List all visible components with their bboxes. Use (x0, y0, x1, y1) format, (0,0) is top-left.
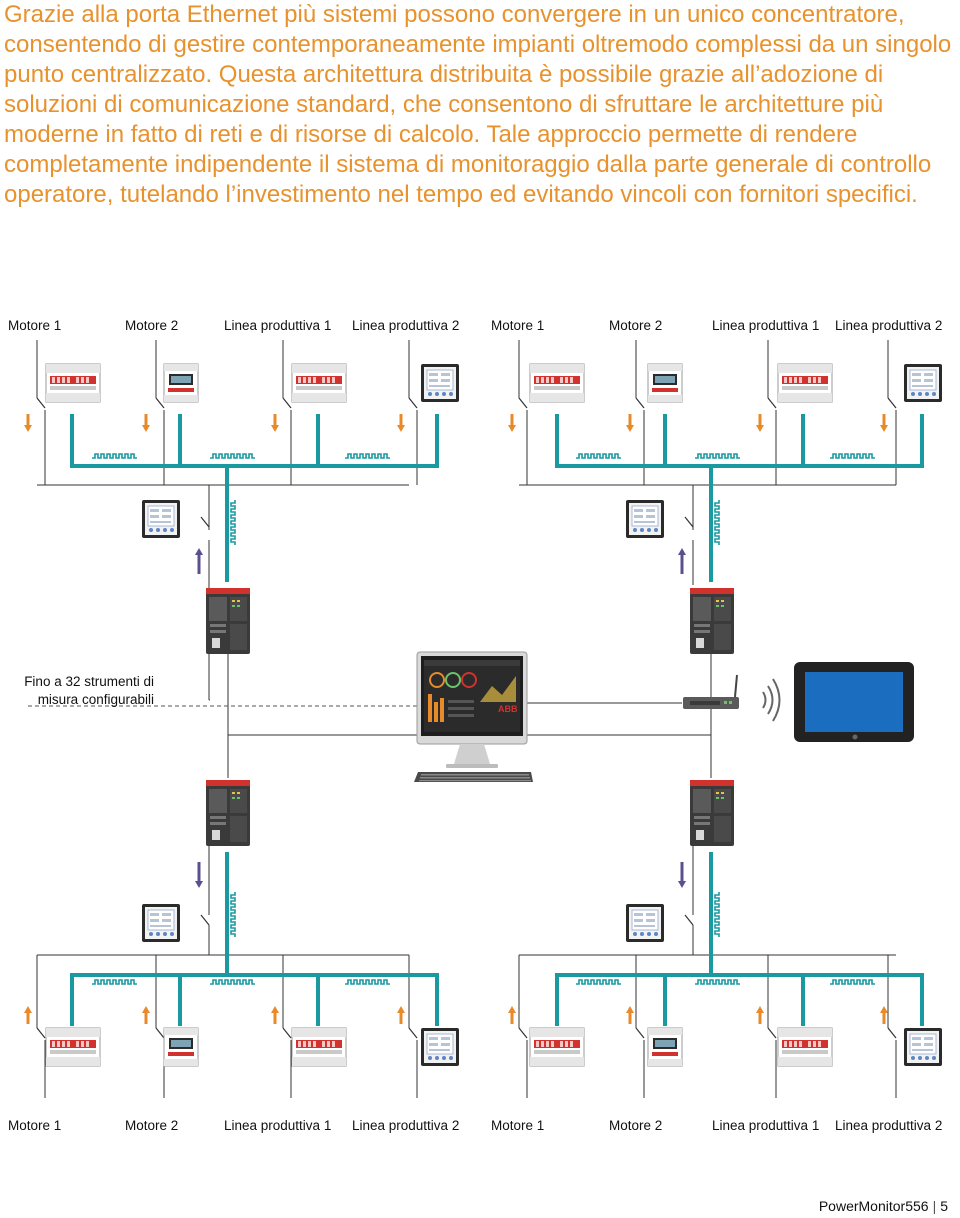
top-label-linea-1-b: Linea produttiva 1 (712, 318, 820, 333)
bottom-label-linea-2-b: Linea produttiva 2 (835, 1118, 943, 1133)
network-top-right (506, 340, 943, 654)
top-label-linea-2: Linea produttiva 2 (352, 318, 460, 333)
bottom-label-motore-1: Motore 1 (8, 1118, 62, 1133)
network-top-left (22, 340, 460, 701)
top-label-linea-1: Linea produttiva 1 (224, 318, 332, 333)
product-name: PowerMonitor556 (818, 1198, 929, 1214)
central-workstation: ABB (28, 651, 914, 782)
instrument-count-note: Fino a 32 strumenti di misura configurab… (24, 674, 154, 707)
bottom-label-motore-2-b: Motore 2 (609, 1118, 663, 1133)
page-number: 5 (940, 1198, 948, 1214)
top-label-motore-1: Motore 1 (8, 318, 62, 333)
bottom-label-linea-2: Linea produttiva 2 (352, 1118, 460, 1133)
top-label-motore-2-b: Motore 2 (609, 318, 663, 333)
bottom-label-linea-1-b: Linea produttiva 1 (712, 1118, 820, 1133)
top-label-motore-1-b: Motore 1 (491, 318, 545, 333)
intro-text: Grazie alla porta Ethernet più sistemi p… (4, 0, 954, 210)
intro-paragraph: Grazie alla porta Ethernet più sistemi p… (4, 1, 952, 208)
network-bottom-left (22, 780, 460, 1098)
screen-logo: ABB (498, 704, 518, 714)
top-label-linea-2-b: Linea produttiva 2 (835, 318, 943, 333)
top-label-motore-2: Motore 2 (125, 318, 179, 333)
footer-separator: | (932, 1198, 937, 1214)
page-footer: PowerMonitor556|5 (819, 1198, 948, 1214)
bottom-label-motore-2: Motore 2 (125, 1118, 179, 1133)
bottom-label-motore-1-b: Motore 1 (491, 1118, 545, 1133)
bottom-label-linea-1: Linea produttiva 1 (224, 1118, 332, 1133)
network-bottom-right (506, 780, 943, 1098)
